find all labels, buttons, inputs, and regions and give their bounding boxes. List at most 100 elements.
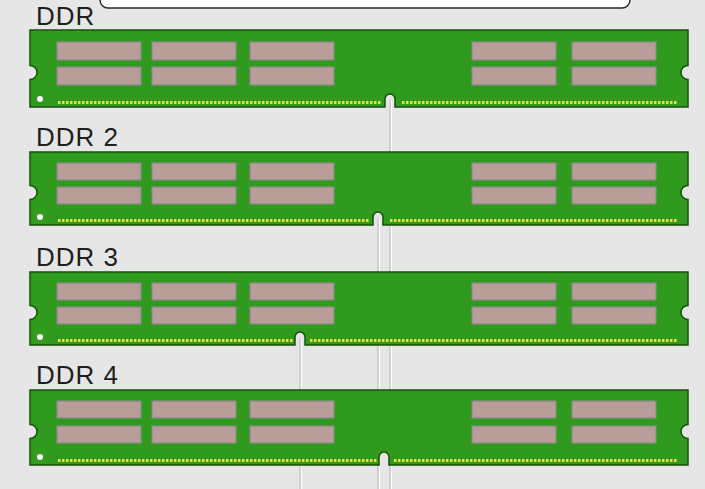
contact-pin	[558, 101, 561, 104]
contact-pin	[570, 101, 573, 104]
contact-pin	[86, 459, 89, 462]
contact-pin	[402, 219, 405, 222]
contact-pin	[66, 459, 69, 462]
memory-chip	[250, 401, 334, 418]
contact-pin	[198, 339, 201, 342]
contact-pin	[378, 101, 381, 104]
contact-pin	[110, 101, 113, 104]
contact-pin	[658, 459, 661, 462]
contact-pin	[502, 459, 505, 462]
contact-pin	[286, 339, 289, 342]
contact-pin	[598, 219, 601, 222]
contact-pin	[410, 101, 413, 104]
contact-pin	[122, 219, 125, 222]
contact-pin	[66, 339, 69, 342]
contact-pin	[494, 339, 497, 342]
contact-pin	[174, 101, 177, 104]
contact-pin	[62, 101, 65, 104]
contact-pin	[126, 101, 129, 104]
contact-pin	[114, 459, 117, 462]
contact-pin	[362, 459, 365, 462]
contact-pin	[210, 339, 213, 342]
contact-pin	[506, 339, 509, 342]
contact-pin	[630, 339, 633, 342]
contact-pin	[590, 459, 593, 462]
contact-pin	[578, 219, 581, 222]
contact-pin	[250, 219, 253, 222]
contact-pin	[582, 101, 585, 104]
contact-pin	[202, 219, 205, 222]
contact-pin	[74, 339, 77, 342]
contact-pin	[170, 459, 173, 462]
contact-pin	[214, 101, 217, 104]
contact-pin	[546, 459, 549, 462]
contact-pin	[246, 339, 249, 342]
contact-pin	[238, 339, 241, 342]
contact-pin	[138, 339, 141, 342]
contact-pin	[286, 219, 289, 222]
contact-pin	[258, 219, 261, 222]
contact-pin	[470, 459, 473, 462]
contact-pin	[214, 459, 217, 462]
contact-pin	[102, 459, 105, 462]
contact-pin	[426, 339, 429, 342]
contact-pin	[274, 339, 277, 342]
contact-pin	[562, 339, 565, 342]
contact-pin	[622, 219, 625, 222]
contact-pin	[426, 101, 429, 104]
contact-pin	[518, 459, 521, 462]
contact-pin	[286, 459, 289, 462]
contact-pin	[546, 101, 549, 104]
contact-pin	[638, 101, 641, 104]
contact-pin	[402, 339, 405, 342]
contact-pin	[346, 219, 349, 222]
contact-pin	[290, 459, 293, 462]
contact-pin	[602, 219, 605, 222]
contact-pin	[186, 101, 189, 104]
memory-chip	[572, 42, 656, 60]
memory-chip	[472, 42, 556, 60]
contact-pin	[162, 101, 165, 104]
contact-pin	[206, 339, 209, 342]
contact-pin	[114, 101, 117, 104]
contact-pin	[670, 219, 673, 222]
contact-pin	[310, 219, 313, 222]
contact-pin	[182, 459, 185, 462]
contact-pin	[190, 219, 193, 222]
contact-pin	[146, 101, 149, 104]
contact-pin	[610, 219, 613, 222]
contact-pin	[358, 101, 361, 104]
contact-pin	[574, 219, 577, 222]
contact-pin	[234, 459, 237, 462]
contact-pin	[218, 459, 221, 462]
contact-pin	[610, 459, 613, 462]
contact-pin	[206, 101, 209, 104]
contact-pin	[454, 219, 457, 222]
contact-pin	[402, 459, 405, 462]
contact-pin	[98, 459, 101, 462]
contact-pin	[674, 459, 677, 462]
contact-pin	[162, 219, 165, 222]
contact-pin	[106, 219, 109, 222]
contact-pin	[222, 101, 225, 104]
contact-pin	[86, 101, 89, 104]
contact-pin	[470, 101, 473, 104]
memory-chip	[57, 307, 141, 324]
memory-chip	[572, 187, 656, 204]
contact-pin	[254, 459, 257, 462]
contact-pin	[586, 101, 589, 104]
contact-pin	[318, 219, 321, 222]
contact-pin	[510, 339, 513, 342]
contact-pin	[514, 219, 517, 222]
contact-pin	[210, 101, 213, 104]
contact-pin	[486, 219, 489, 222]
contact-pin	[462, 219, 465, 222]
contact-pin	[274, 219, 277, 222]
contact-pin	[154, 101, 157, 104]
contact-pin	[242, 459, 245, 462]
contact-pin	[90, 339, 93, 342]
contact-pin	[582, 339, 585, 342]
contact-pin	[598, 459, 601, 462]
contact-pin	[306, 219, 309, 222]
contact-pin	[118, 339, 121, 342]
